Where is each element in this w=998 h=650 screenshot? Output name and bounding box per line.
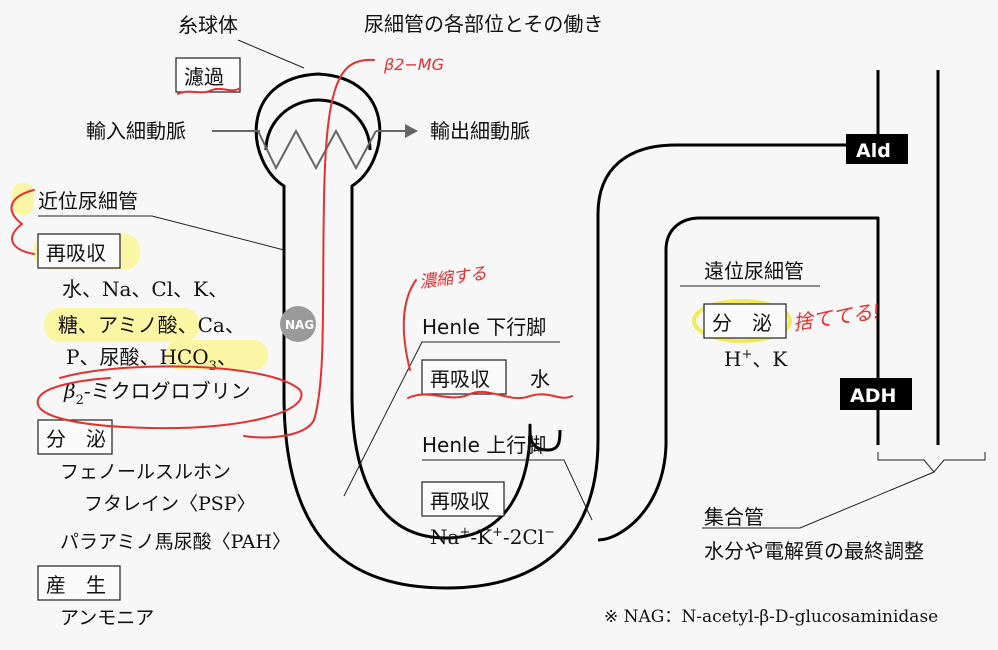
henle-loop-inner (350, 394, 532, 540)
henle-ascending-wall (597, 444, 668, 542)
adh-label: ADH (850, 385, 896, 407)
proximal-reabsorbed-line1: 水、Na、Cl、K、 (62, 277, 228, 301)
proximal-secretion-label: 分 泌 (46, 427, 106, 451)
pen-underline-filtration (177, 87, 241, 95)
efferent-arrow-head (405, 124, 418, 138)
distal-secreted: H+、K (724, 347, 788, 371)
bowman-capsule-inner (264, 98, 372, 151)
henle-ascending-box-label: 再吸収 (430, 489, 490, 513)
nag-marker-label: NAG (285, 318, 314, 332)
pen-arrow-concentrate (402, 279, 417, 371)
glomerulus-label: 糸球体 (178, 13, 238, 37)
filtration-box (175, 57, 241, 93)
distal-secretion-box (703, 303, 787, 339)
proximal-reabsorbed-line3: P、尿酸、HCO3、 (66, 345, 237, 374)
henle-descending-leader (343, 341, 560, 497)
pen-underline-descending (407, 390, 573, 400)
proximal-reabsorbed-line2: 糖、アミノ酸、Ca、 (58, 313, 245, 337)
proximal-reabsorption-label: 再吸収 (46, 241, 106, 265)
henle-descending-label: Henle 下行脚 (422, 315, 546, 339)
collecting-duct-description: 水分や電解質の最終調整 (704, 539, 924, 563)
collecting-duct-brace (877, 452, 986, 473)
efferent-arteriole-label: 輸出細動脈 (430, 119, 530, 143)
distal-tubule-label: 遠位尿細管 (704, 259, 804, 283)
distal-secretion-label: 分 泌 (712, 311, 772, 335)
bowman-capsule-outer (254, 72, 382, 395)
henle-ascending-box (421, 481, 505, 517)
collecting-duct-leader (702, 471, 935, 529)
footnote: ※ NAG：N-acetyl-β-D-glucosaminidase (604, 607, 938, 627)
secreted-item-3: パラアミノ馬尿酸〈PAH〉 (60, 531, 291, 553)
pen-note-concentrate: 濃縮する (418, 264, 488, 293)
ald-label: Ald (856, 140, 891, 162)
proximal-tubule-label: 近位尿細管 (38, 189, 138, 213)
diagram-title: 尿細管の各部位とその働き (364, 12, 603, 36)
henle-descending-item: 水 (530, 367, 550, 391)
ald-badge (846, 134, 908, 164)
afferent-arteriole-label: 輸入細動脈 (86, 119, 186, 143)
glomerulus-leader (237, 39, 305, 69)
proximal-leader (38, 215, 285, 251)
pen-line-b2mg (243, 58, 375, 439)
pen-bracket-proximal (10, 189, 35, 255)
secreted-item-2: フタレイン〈PSP〉 (84, 493, 256, 515)
filtration-label: 濾過 (184, 65, 224, 89)
proximal-production-label: 産 生 (46, 573, 106, 597)
henle-descending-box (421, 359, 507, 395)
henle-ascending-label: Henle 上行脚 (422, 433, 546, 457)
produced-item: アンモニア (60, 607, 154, 629)
collecting-duct-label: 集合管 (704, 505, 764, 529)
adh-badge (840, 378, 912, 410)
nag-marker (280, 306, 316, 342)
glomerular-capillary (257, 128, 377, 171)
secreted-item-1: フェノールスルホン (60, 461, 231, 483)
pen-note-dumped: 捨ててる! (791, 299, 882, 335)
henle-loop-outer (282, 143, 878, 590)
pen-circle-b2mg (36, 365, 303, 430)
distal-tubule (528, 216, 880, 452)
henle-descending-box-label: 再吸収 (430, 367, 490, 391)
henle-ascending-leader (422, 459, 593, 521)
proximal-production-box (37, 565, 121, 601)
henle-ascending-ions: Na+-K+-2Cl− (430, 525, 555, 549)
proximal-reabsorption-box (37, 233, 121, 269)
pen-note-b2mg: β2−MG (383, 55, 444, 74)
proximal-reabsorbed-line4: β2-ミクログロブリン (63, 379, 251, 408)
